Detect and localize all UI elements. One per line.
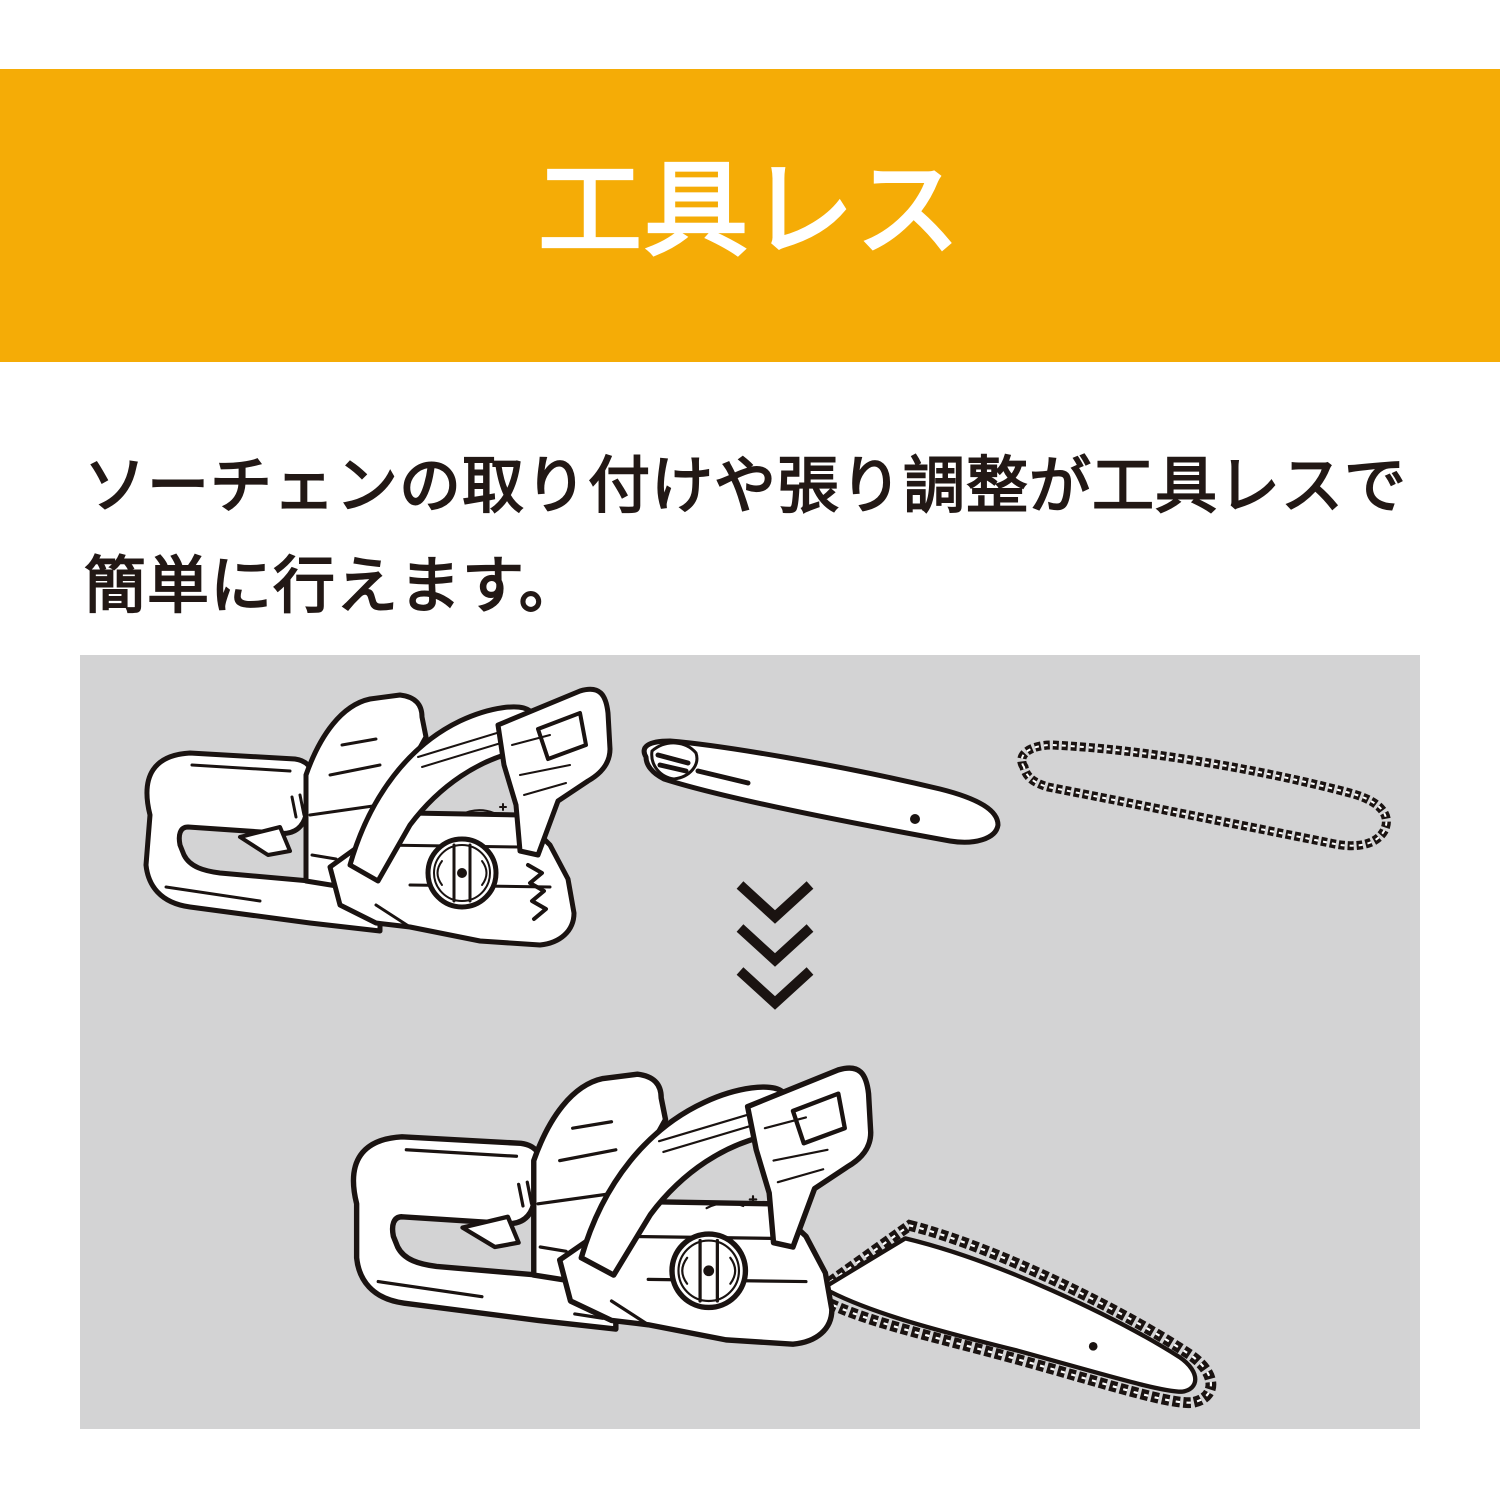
guide-bar-icon (641, 738, 1001, 845)
feature-caption: ソーチェンの取り付けや張り調整が工具レスで 簡単に行えます。 (84, 436, 1444, 636)
caption-line-1: ソーチェンの取り付けや張り調整が工具レスで (84, 449, 1408, 522)
triple-chevron-down-icon (736, 881, 814, 1010)
title-banner: 工具レス (0, 69, 1500, 362)
chainsaw-body-icon (143, 686, 613, 948)
assembled-chainsaw-icon (350, 1065, 1217, 1409)
saw-chain-icon (1017, 740, 1391, 851)
caption-line-2: 簡単に行えます。 (84, 549, 582, 622)
banner-title: 工具レス (537, 148, 962, 271)
illustration-panel (80, 655, 1420, 1429)
